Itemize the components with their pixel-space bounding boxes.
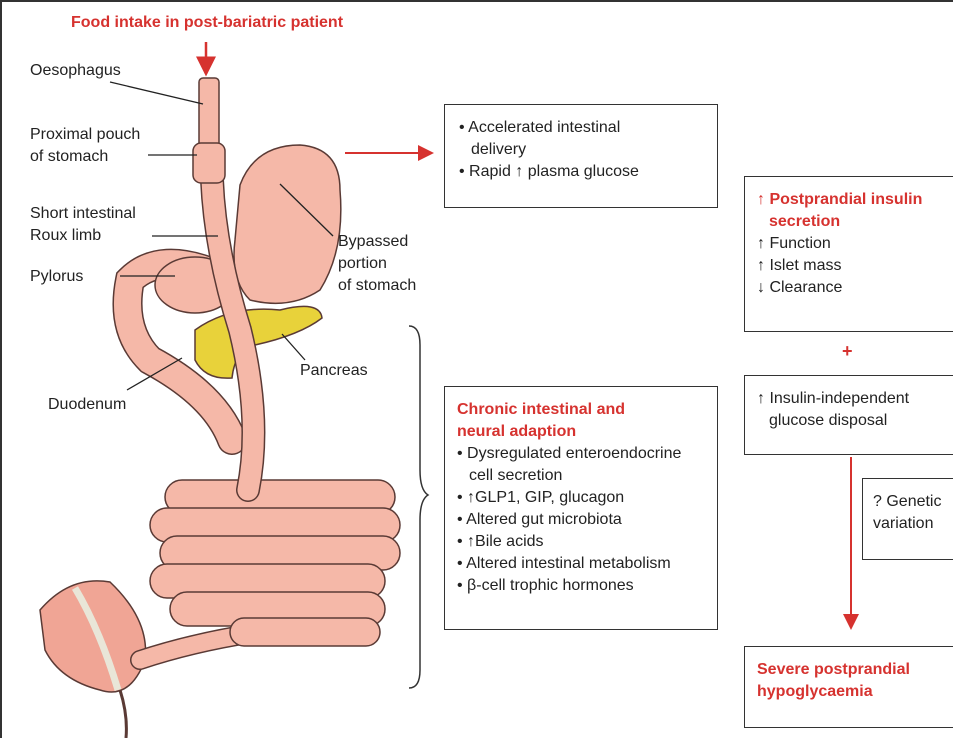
delivery-line-3: • Rapid ↑ plasma glucose xyxy=(459,161,703,183)
proximal-pouch-shape xyxy=(193,143,225,183)
adaptation-item: • Altered gut microbiota xyxy=(457,509,705,531)
proximal-pouch-label-2: of stomach xyxy=(30,146,108,168)
insulin-box: ↑ Postprandial insulin secretion ↑ Funct… xyxy=(744,176,953,332)
adaptation-item: • ↑GLP1, GIP, glucagon xyxy=(457,487,705,509)
proximal-pouch-label-1: Proximal pouch xyxy=(30,124,140,146)
adaptation-heading-2: neural adaption xyxy=(457,421,705,443)
genetic-line-2: variation xyxy=(873,513,951,535)
delivery-line-1: • Accelerated intestinal xyxy=(459,117,703,139)
insulin-item: ↑ Function xyxy=(757,233,951,255)
colon-tail xyxy=(120,690,126,738)
insulin-item: ↓ Clearance xyxy=(757,277,951,299)
pancreas-label: Pancreas xyxy=(300,360,368,382)
oesophagus-label: Oesophagus xyxy=(30,60,121,82)
genetic-box: ? Genetic variation xyxy=(862,478,953,560)
adaptation-heading-1: Chronic intestinal and xyxy=(457,399,705,421)
plus-sign: + xyxy=(842,340,853,362)
independent-line-1: ↑ Insulin-independent xyxy=(757,388,951,410)
colon-shape xyxy=(40,581,146,692)
roux-limb-label-1: Short intestinal xyxy=(30,203,136,225)
figure-title: Food intake in post-bariatric patient xyxy=(71,12,343,34)
delivery-line-2: delivery xyxy=(459,139,703,161)
duodenum-label: Duodenum xyxy=(48,394,126,416)
roux-limb-label-2: Roux limb xyxy=(30,225,101,247)
outcome-line-2: hypoglycaemia xyxy=(757,681,951,703)
curly-brace xyxy=(409,326,428,688)
adaptation-item: • Dysregulated enteroendocrine xyxy=(457,443,705,465)
adaptation-item: cell secretion xyxy=(457,465,705,487)
insulin-heading-1: ↑ Postprandial insulin xyxy=(757,189,951,211)
genetic-line-1: ? Genetic xyxy=(873,491,951,513)
insulin-heading-2: secretion xyxy=(757,211,951,233)
bypassed-label-1: Bypassed xyxy=(338,231,408,253)
bypassed-stomach-shape xyxy=(234,145,341,303)
intestine-coils xyxy=(150,480,400,646)
insulin-item: ↑ Islet mass xyxy=(757,255,951,277)
adaptation-item: • ↑Bile acids xyxy=(457,531,705,553)
outcome-line-1: Severe postprandial xyxy=(757,659,951,681)
pylorus-label: Pylorus xyxy=(30,266,83,288)
adaptation-item: • Altered intestinal metabolism xyxy=(457,553,705,575)
independent-box: ↑ Insulin-independent glucose disposal xyxy=(744,375,953,455)
oesophagus-shape xyxy=(199,78,219,150)
adaptation-box: Chronic intestinal and neural adaption •… xyxy=(444,386,718,630)
delivery-box: • Accelerated intestinal delivery • Rapi… xyxy=(444,104,718,208)
bypassed-label-3: of stomach xyxy=(338,275,416,297)
bypassed-label-2: portion xyxy=(338,253,387,275)
adaptation-item: • β-cell trophic hormones xyxy=(457,575,705,597)
outcome-box: Severe postprandial hypoglycaemia xyxy=(744,646,953,728)
independent-line-2: glucose disposal xyxy=(757,410,951,432)
